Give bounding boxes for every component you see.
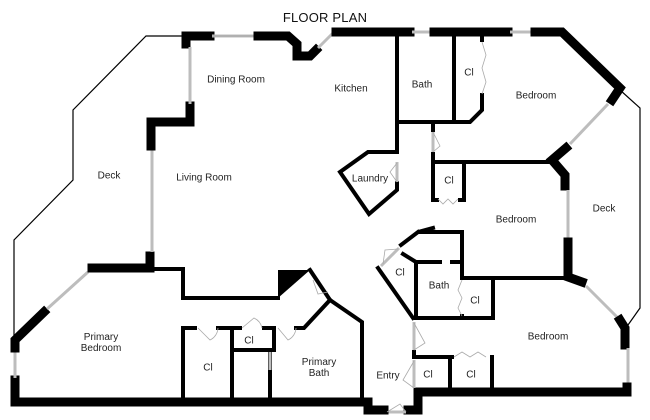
- room-label-closet-small: Cl: [244, 335, 254, 347]
- room-label-closet-bath: Cl: [470, 295, 480, 307]
- room-label-laundry: Laundry: [351, 173, 389, 185]
- room-label-bath-middle: Bath: [428, 280, 450, 292]
- room-label-living-room: Living Room: [176, 172, 232, 184]
- room-label-deck-left: Deck: [97, 170, 121, 182]
- room-label-deck-right: Deck: [592, 203, 616, 215]
- door-swings: [197, 41, 487, 413]
- page-title: FLOOR PLAN: [282, 10, 368, 25]
- room-label-closet-walkin: Cl: [203, 362, 213, 374]
- room-label-bath-upper: Bath: [411, 79, 433, 91]
- room-label-bedroom-upper: Bedroom: [515, 90, 557, 102]
- deck-right-outline: [619, 89, 641, 326]
- room-label-bedroom-middle: Bedroom: [495, 214, 537, 226]
- room-label-closet-hall: Cl: [444, 175, 454, 187]
- room-label-closet-upper: Cl: [464, 67, 474, 79]
- room-label-kitchen: Kitchen: [334, 83, 368, 95]
- room-label-closet-entry-1: Cl: [423, 369, 433, 381]
- room-label-closet-entry-2: Cl: [466, 369, 476, 381]
- exterior-walls: [10, 27, 632, 415]
- room-label-dining-room: Dining Room: [207, 74, 265, 86]
- room-label-entry: Entry: [376, 370, 400, 382]
- room-label-closet-angled: Cl: [395, 267, 405, 279]
- interior-walls: [148, 30, 570, 404]
- room-label-bedroom-lower: Bedroom: [527, 331, 569, 343]
- deck-left-outline: [13, 35, 187, 352]
